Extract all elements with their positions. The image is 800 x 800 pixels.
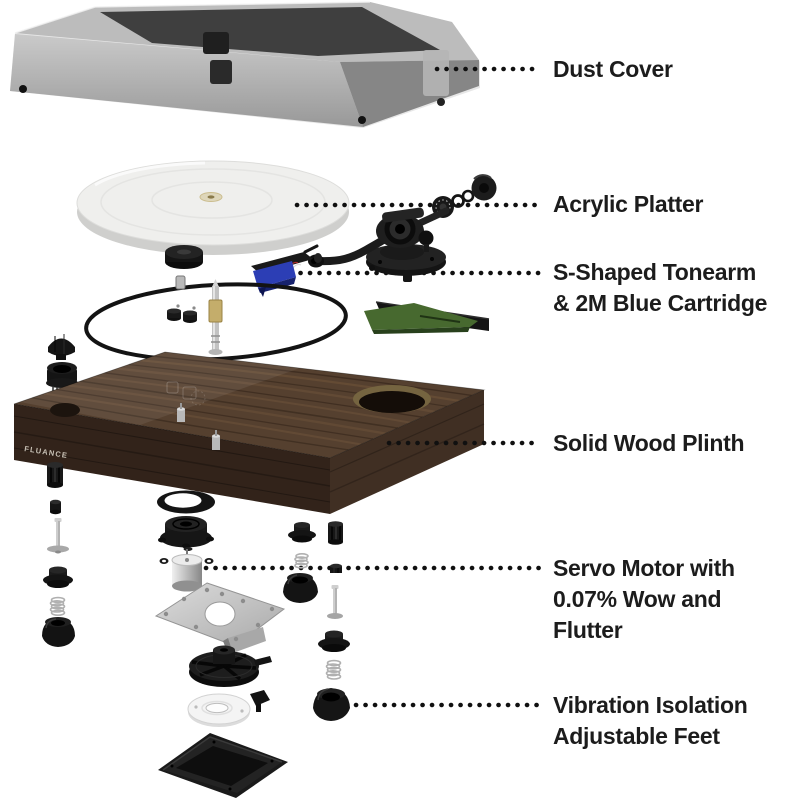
callout-line: Vibration Isolation bbox=[553, 692, 748, 718]
servo-motor-part bbox=[159, 549, 214, 592]
callout-line: Servo Motor with bbox=[553, 555, 735, 581]
isolation-foot bbox=[283, 573, 318, 603]
isolation-foot-large bbox=[313, 688, 350, 721]
knurled-cylinder bbox=[328, 521, 343, 545]
pcb-part bbox=[364, 301, 490, 334]
motor-mount-part bbox=[158, 516, 214, 549]
callout-tonearm-cartridge: S-Shaped Tonearm & 2M Blue Cartridge bbox=[553, 257, 798, 319]
callout-line: Dust Cover bbox=[553, 56, 673, 82]
plinth-part: FLUANCE bbox=[13, 351, 486, 514]
mounting-post bbox=[212, 430, 220, 450]
callout-line: S-Shaped Tonearm bbox=[553, 259, 757, 285]
knurled-cylinder bbox=[47, 462, 63, 488]
acrylic-platter-part bbox=[76, 160, 350, 255]
left-hardware-column bbox=[42, 462, 75, 647]
spring bbox=[325, 659, 342, 680]
mounting-post bbox=[177, 403, 185, 422]
callout-line: 0.07% Wow and bbox=[553, 586, 722, 612]
record-puck-part bbox=[165, 245, 203, 269]
rubber-grommet bbox=[43, 566, 73, 588]
right-hardware-column bbox=[283, 521, 350, 721]
rubber-grommet bbox=[318, 630, 350, 652]
rubber-grommet bbox=[288, 522, 316, 543]
callout-line: Solid Wood Plinth bbox=[553, 430, 745, 456]
lock-nut bbox=[50, 499, 61, 515]
small-knobs-part bbox=[167, 304, 197, 323]
bolt bbox=[47, 518, 69, 554]
callout-isolation-feet: Vibration Isolation Adjustable Feet bbox=[553, 690, 798, 752]
knurled-nut bbox=[330, 563, 342, 573]
spring bbox=[49, 596, 66, 616]
bottom-tray-part bbox=[158, 733, 288, 798]
callout-servo-motor: Servo Motor with 0.07% Wow and Flutter bbox=[553, 553, 798, 646]
callout-acrylic-platter: Acrylic Platter bbox=[553, 189, 798, 220]
callout-line: Flutter bbox=[553, 617, 623, 643]
dust-cover-part bbox=[10, 1, 480, 128]
callout-line: & 2M Blue Cartridge bbox=[553, 290, 768, 316]
pulley-wheel-part bbox=[189, 645, 272, 687]
mounting-plate-part bbox=[154, 582, 286, 654]
washer-disc-part bbox=[187, 690, 270, 727]
spindle-part bbox=[208, 279, 223, 355]
callout-wood-plinth: Solid Wood Plinth bbox=[553, 428, 798, 459]
callout-line: Acrylic Platter bbox=[553, 191, 704, 217]
gasket-ring-part bbox=[157, 490, 215, 514]
bolt bbox=[327, 585, 343, 619]
callout-line: Adjustable Feet bbox=[553, 723, 720, 749]
isolation-foot bbox=[42, 617, 75, 647]
bearing-cap-part bbox=[48, 334, 75, 360]
callout-dust-cover: Dust Cover bbox=[553, 54, 798, 85]
spring bbox=[294, 552, 309, 569]
